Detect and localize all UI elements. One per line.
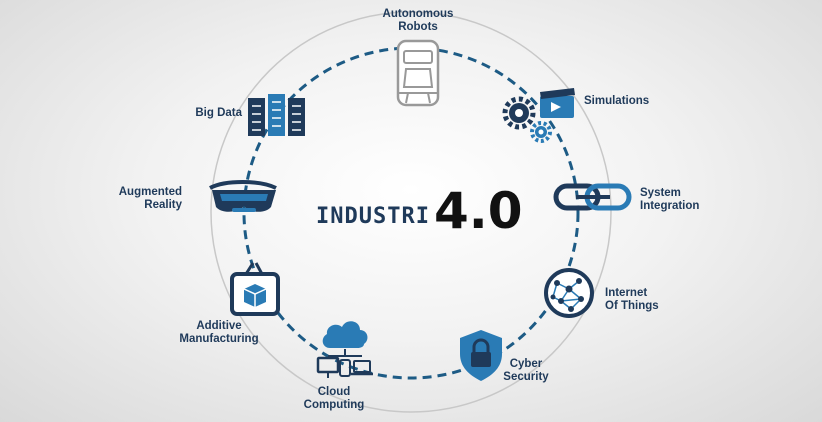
label-additive-manufacturing: Additive Manufacturing [179, 320, 259, 345]
3d-printer-icon [230, 262, 280, 316]
label-cloud-computing: Cloud Computing [303, 386, 365, 411]
shield-lock-icon [460, 330, 502, 381]
label-cyber-security: Cyber Security [503, 358, 549, 383]
ar-headset-icon [209, 180, 277, 212]
outer-ring [210, 11, 612, 413]
label-system-integration: System Integration [640, 187, 700, 212]
page-title: INDUSTRI 4.0 [316, 178, 523, 238]
chain-link-icon [553, 183, 632, 211]
title-version: 4.0 [433, 182, 523, 240]
network-globe-icon [544, 268, 594, 318]
label-big-data: Big Data [195, 107, 242, 119]
cloud-devices-icon [316, 321, 373, 378]
server-rack-icon [248, 94, 305, 136]
label-internet-of-things: Internet Of Things [605, 287, 659, 312]
label-autonomous-robots: Autonomous Robots [382, 8, 454, 33]
label-simulations: Simulations [584, 95, 650, 107]
gears-clapperboard-icon [502, 88, 575, 143]
robot-vehicle-icon [396, 39, 440, 107]
title-prefix: INDUSTRI [316, 204, 430, 229]
label-augmented-reality: Augmented Reality [118, 186, 182, 211]
